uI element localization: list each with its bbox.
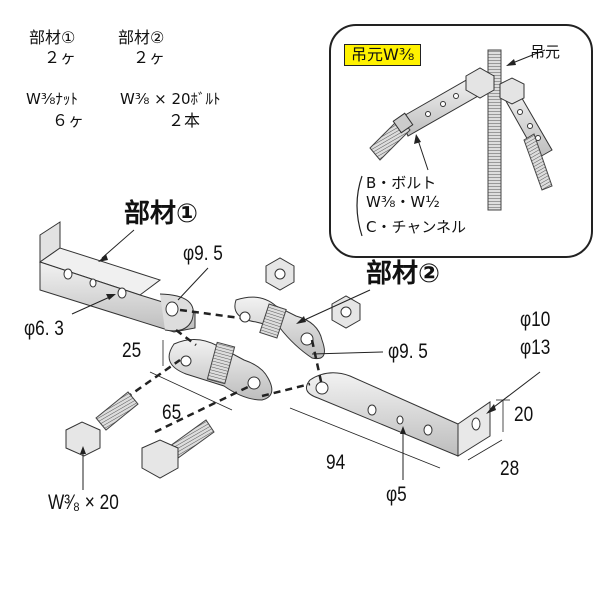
bolt-size-label: W³⁄₈ × 20	[48, 491, 119, 514]
bolt-sizes-label: W³⁄₈・W½	[366, 193, 440, 211]
part2-lower-plate	[168, 339, 273, 401]
bolt-list-name: W³⁄₈ × 20ﾎﾞﾙﾄ	[120, 90, 221, 108]
part1-list-name: 部材①	[29, 28, 76, 47]
part2-list-name: 部材②	[118, 28, 165, 47]
dim-hole-5: φ5	[386, 483, 407, 506]
dim-hole-10: φ10	[520, 308, 551, 331]
dim-hole-6-3: φ6. 3	[24, 317, 64, 340]
dim-height-20: 20	[514, 403, 534, 426]
part2-list-qty: ２ヶ	[133, 48, 166, 67]
dimension-lines	[149, 340, 510, 469]
part1-right-bracket	[305, 371, 541, 480]
dim-hole-9-5-part1: φ9. 5	[183, 242, 223, 265]
bolt-right	[141, 419, 215, 479]
dim-length-65: 65	[162, 401, 182, 424]
dim-hole-13: φ13	[520, 336, 551, 359]
hanger-label: 吊元	[530, 43, 561, 61]
bolt-list-qty: ２本	[168, 111, 201, 130]
part1-list-qty: ２ヶ	[44, 48, 77, 67]
channel-label: C・チャンネル	[366, 218, 467, 236]
inset-frame	[329, 24, 593, 258]
part2-label: 部材②	[366, 258, 441, 288]
dim-width-25: 25	[122, 339, 142, 362]
nut-list-name: W³⁄₈ﾅｯﾄ	[26, 90, 78, 108]
bolt-type-label: B・ボルト	[366, 174, 437, 192]
part1-label: 部材①	[124, 198, 199, 228]
dim-hole-9-5-part2: φ9. 5	[388, 340, 428, 363]
part2-top-plate	[234, 257, 384, 360]
nut-list-qty: ６ヶ	[52, 111, 85, 130]
part1-bracket	[38, 221, 209, 333]
bolt-left	[65, 391, 139, 490]
hanger-size-badge: 吊元W³⁄₈	[344, 44, 422, 66]
dim-length-94: 94	[326, 451, 346, 474]
dim-depth-28: 28	[500, 457, 520, 480]
